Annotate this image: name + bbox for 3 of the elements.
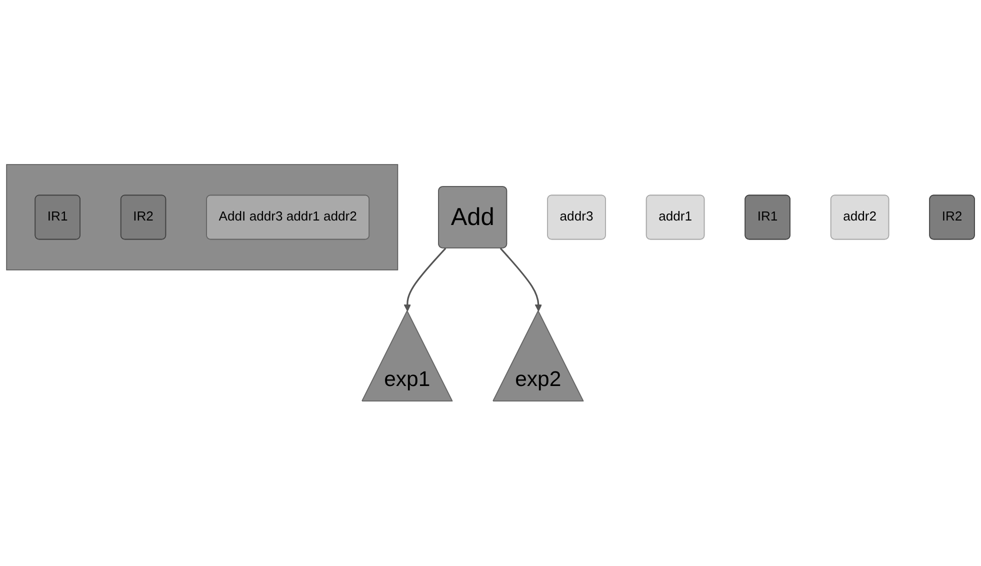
arrow: [404, 248, 446, 312]
arrow: [500, 248, 542, 312]
cluster: [6, 164, 398, 271]
